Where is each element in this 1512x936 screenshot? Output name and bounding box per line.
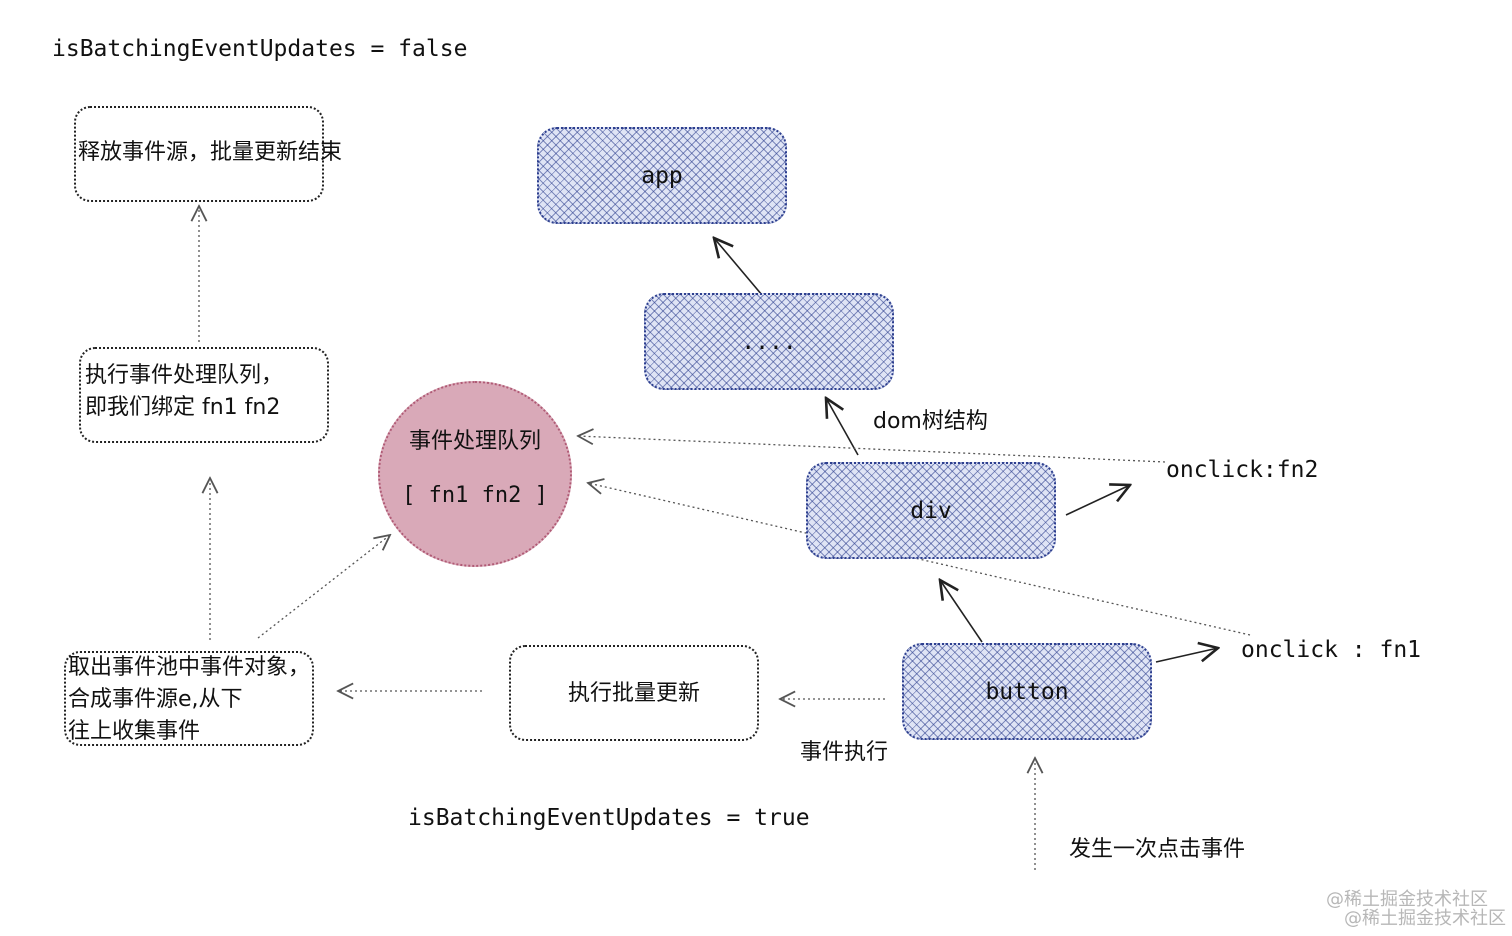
watermark-text-2: @稀土掘金技术社区 [1344,908,1506,929]
batch-update-text: 执行批量更新 [567,681,700,706]
dom-node-ellipsis: .... [644,293,894,390]
arrow-collect-to-queue [257,535,390,639]
onclick-fn1-label: onclick : fn1 [1241,637,1422,663]
dom-node-div: div [806,462,1056,559]
collect-line2: 合成事件源e,从下 [68,687,243,712]
dom-node-div-label: div [910,497,952,524]
arrow-div-to-dots [826,398,859,456]
event-queue-items: [ fn1 fn2 ] [402,483,548,508]
exec-queue-line2: 即我们绑定 fn1 fn2 [85,395,281,420]
release-box-text: 释放事件源，批量更新结束 [78,140,343,165]
event-exec-label: 事件执行 [800,740,889,765]
batching-true-label: isBatchingEventUpdates = true [408,805,810,831]
event-queue-title: 事件处理队列 [408,429,541,454]
dom-node-button-label: button [985,678,1069,705]
release-box: 释放事件源，批量更新结束 [74,106,342,202]
exec-queue-line1: 执行事件处理队列， [85,363,284,388]
collect-line3: 往上收集事件 [68,719,201,744]
collect-line1: 取出事件池中事件对象， [68,655,311,680]
click-happens-label: 发生一次点击事件 [1069,837,1246,862]
dom-node-button: button [902,643,1152,740]
batching-false-label: isBatchingEventUpdates = false [52,36,468,62]
dom-node-ellipsis-label: .... [741,328,797,355]
arrow-button-to-onclick-fn1 [1155,648,1218,663]
dom-tree-label: dom树结构 [873,409,988,434]
event-queue-circle: 事件处理队列 [ fn1 fn2 ] [378,381,572,567]
batch-update-box: 执行批量更新 [509,645,759,741]
exec-queue-box: 执行事件处理队列， 即我们绑定 fn1 fn2 [79,347,329,443]
onclick-fn2-label: onclick:fn2 [1166,457,1319,483]
collect-box: 取出事件池中事件对象， 合成事件源e,从下 往上收集事件 [64,651,314,746]
dom-node-app-label: app [641,162,683,189]
arrow-fn1-to-queue [588,483,1251,636]
arrow-button-to-div [940,580,983,643]
arrow-div-to-onclick-fn2 [1065,485,1130,516]
arrow-dots-to-app [714,238,763,296]
arrow-fn2-to-queue [578,436,1166,463]
dom-node-app: app [537,127,787,224]
watermark-text-1: @稀土掘金技术社区 [1326,889,1488,910]
